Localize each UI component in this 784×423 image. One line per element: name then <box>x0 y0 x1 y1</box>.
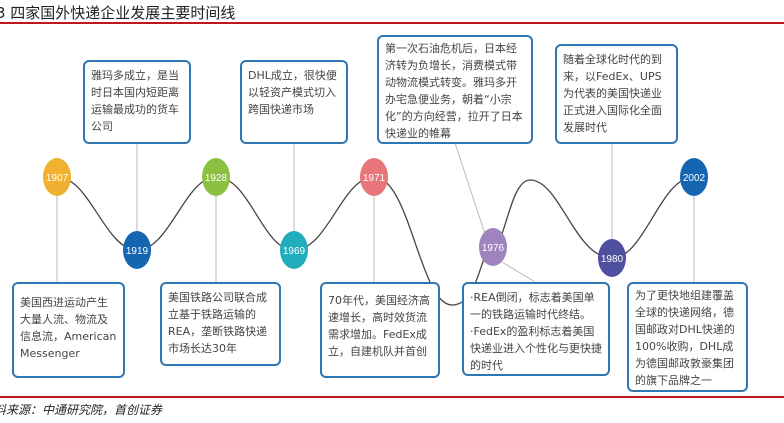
event-box-1976-japan: 第一次石油危机后，日本经济转为负增长，消费模式带动物流模式转变。雅玛多开办宅急便… <box>377 35 533 144</box>
node-1969 <box>280 231 308 269</box>
node-1976 <box>479 228 507 266</box>
timeline-wave <box>56 176 695 306</box>
connector-1976-top <box>454 142 486 235</box>
year-1971: 1971 <box>363 173 386 184</box>
source-rule <box>0 396 784 398</box>
event-box-1976-us: ·REA倒闭，标志着美国单一的铁路运输时代终结。 ·FedEx的盈利标志着美国快… <box>462 282 610 376</box>
year-1980: 1980 <box>601 254 624 265</box>
year-1919: 1919 <box>126 246 149 257</box>
event-box-1969: DHL成立，很快便以轻资产模式切入跨国快递市场 <box>240 60 348 144</box>
year-2002: 2002 <box>683 173 706 184</box>
year-1928: 1928 <box>205 173 228 184</box>
event-box-1980: 随着全球化时代的到来，以FedEx、UPS为代表的美国快递业正式进入国际化全面发… <box>555 44 678 144</box>
event-box-1919: 雅玛多成立，是当时日本国内短距离运输最成功的货车公司 <box>83 60 191 144</box>
event-box-1907: 美国西进运动产生大量人流、物流及信息流，American Messenger <box>12 282 125 378</box>
year-1976: 1976 <box>482 243 505 254</box>
figure-title: 3 四家国外快递企业发展主要时间线 <box>0 4 236 22</box>
source-note: 料来源：中通研究院，首创证券 <box>0 403 163 417</box>
event-box-1928: 美国铁路公司联合成立基于铁路运输的REA，垄断铁路快递市场长达30年 <box>160 282 281 366</box>
event-box-2002: 为了更快地组建覆盖全球的快递网络，德国邮政对DHL快递的100%收购，DHL成为… <box>627 282 748 392</box>
node-1980 <box>598 239 626 277</box>
connector-1976-bottom <box>501 261 536 283</box>
year-1907: 1907 <box>46 173 69 184</box>
node-2002 <box>680 158 708 196</box>
year-1969: 1969 <box>283 246 306 257</box>
node-1907 <box>43 158 71 196</box>
node-1919 <box>123 231 151 269</box>
node-1971 <box>360 158 388 196</box>
event-box-1971: 70年代，美国经济高速增长，高时效货流需求增加。FedEx成立，自建机队并首创 <box>320 282 440 378</box>
node-1928 <box>202 158 230 196</box>
title-rule <box>0 22 784 24</box>
